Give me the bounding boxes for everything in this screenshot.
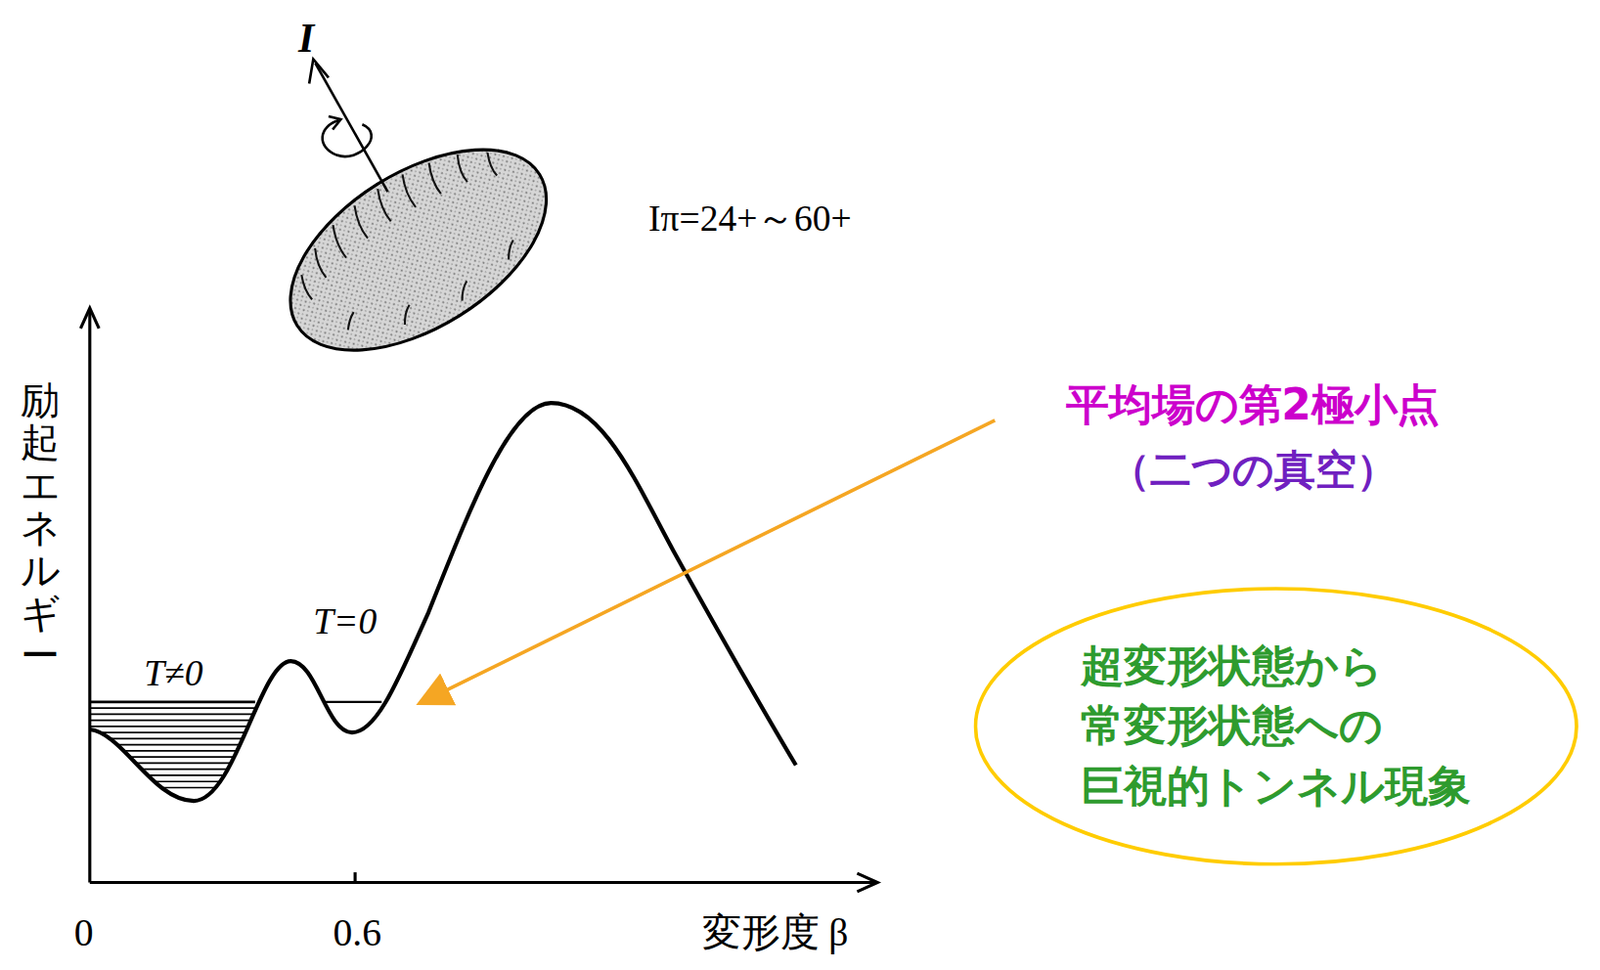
spin-range: Iπ=24+～60+ bbox=[648, 197, 852, 242]
potential-curve bbox=[89, 402, 797, 801]
axis-title: 変形度 β bbox=[702, 910, 848, 958]
node-text: 超変形状態から 常変形状態への 巨視的トンネル現象 bbox=[1080, 636, 1471, 817]
spin-arrow bbox=[309, 59, 388, 193]
axis-title: 励起エネルギー bbox=[20, 379, 60, 678]
axis-symbol: I bbox=[298, 14, 314, 64]
ellipse-node: 超変形状態から 常変形状態への 巨視的トンネル現象 bbox=[973, 586, 1579, 867]
axes bbox=[80, 308, 878, 892]
callout-text: （二つの真空） bbox=[1109, 444, 1397, 494]
temperature-label: T=0 bbox=[312, 600, 377, 645]
callout-text: 平均場の第2極小点 bbox=[1066, 379, 1440, 432]
level-line bbox=[89, 701, 256, 705]
leader-arrow bbox=[422, 420, 995, 703]
temperature-label: T≠0 bbox=[143, 651, 203, 696]
tick-label: 0.6 bbox=[332, 910, 382, 958]
nucleus bbox=[256, 108, 581, 392]
tick-label: 0 bbox=[74, 910, 94, 958]
level-line bbox=[324, 701, 382, 704]
